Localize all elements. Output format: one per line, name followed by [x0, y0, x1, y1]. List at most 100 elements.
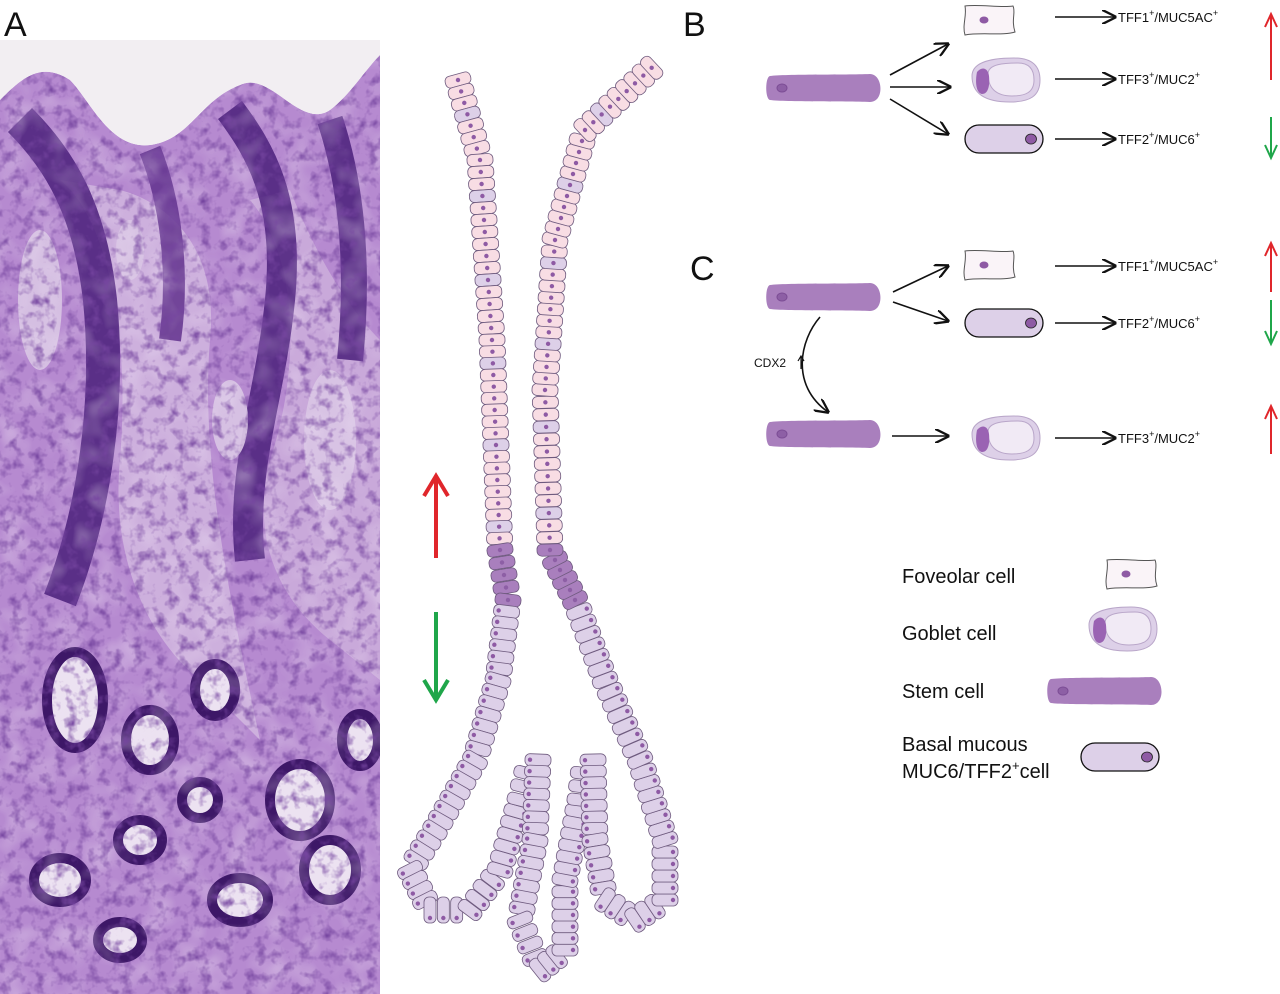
gland-cell [490, 626, 518, 642]
gland-cell [579, 753, 607, 767]
gland-cell [551, 943, 579, 957]
gland-cell [482, 426, 509, 441]
gland-cell [533, 432, 560, 446]
gland-cell [482, 438, 510, 452]
legend-goblet-cell-icon [1088, 606, 1158, 652]
gland-cell [511, 923, 539, 942]
arrow-icon [892, 266, 948, 293]
gland-cell [474, 273, 502, 287]
gland-cell [396, 860, 424, 880]
gland-cell [457, 899, 483, 921]
gland-cell [436, 896, 450, 924]
gland-cell [551, 908, 579, 922]
arrow-icon [889, 98, 948, 134]
gland-cell [470, 213, 498, 227]
gland-cell [466, 153, 494, 167]
gland-cell [640, 55, 664, 80]
gland-cell [506, 910, 534, 930]
gland-cell [651, 881, 679, 895]
gland-cell [481, 403, 509, 417]
marker-label-c3: TFF3+/MUC2+ [1118, 429, 1200, 446]
gland-cell [531, 395, 559, 409]
goblet-cell-icon [971, 57, 1041, 103]
gland-cell [651, 869, 679, 883]
gland-cell [536, 543, 564, 557]
gland-cell [533, 457, 561, 471]
gland-cell [483, 473, 511, 487]
gland-cell [467, 165, 495, 179]
gland-cell [534, 469, 562, 483]
gland-cell [481, 414, 509, 429]
gland-cell [551, 885, 579, 899]
gland-cell [488, 554, 516, 571]
gland-cell [475, 285, 503, 299]
gland-cell [535, 518, 563, 533]
arrow-up-red-icon [1264, 240, 1278, 292]
gland-cell [535, 494, 562, 508]
gland-cell [534, 481, 562, 496]
legend-basal-label-line1: Basal mucous [902, 734, 1028, 756]
gland-cell [519, 843, 547, 860]
gland-cell [551, 896, 579, 910]
gland-cell [483, 449, 510, 464]
arrow-up-red-icon [422, 472, 450, 558]
gland-cell [611, 716, 639, 736]
gland-cell [545, 944, 568, 969]
gland-cell [536, 531, 564, 545]
arrow-icon [889, 44, 948, 76]
gland-cell [487, 649, 515, 665]
legend-basal-mucous-cell-icon [1080, 742, 1160, 772]
gland-schematic [396, 55, 679, 983]
gland-cell [479, 368, 507, 382]
gland-cell [580, 787, 608, 801]
stem-cell-icon [765, 282, 882, 312]
arrow-down-green-icon [422, 612, 450, 704]
legend-stem-cell-icon [1046, 676, 1163, 706]
gland-cell [532, 371, 560, 386]
gland-cell [472, 237, 500, 251]
gland-trend-arrows [422, 472, 450, 704]
gland-cell [616, 727, 644, 747]
arrow-down-green-icon [1264, 117, 1278, 161]
marker-label-b3: TFF2+/MUC6+ [1118, 130, 1200, 147]
gland-cell [469, 201, 497, 215]
stem-cell-icon [765, 419, 882, 449]
gland-cell [463, 140, 491, 158]
marker-label-b2: TFF3+/MUC2+ [1118, 70, 1200, 87]
gland-cell [522, 810, 550, 824]
gland-cell [523, 787, 551, 801]
gland-cell [490, 567, 518, 583]
gland-cell [479, 356, 507, 371]
legend-stem-label: Stem cell [902, 681, 984, 703]
cdx2-up-arrow-icon [797, 354, 805, 369]
gland-cell [476, 297, 504, 311]
gland-cell [468, 177, 496, 191]
gland-cell [651, 893, 679, 907]
panel-label-b: B [683, 6, 706, 44]
gland-cell [579, 764, 607, 779]
gland-cell [532, 420, 560, 434]
gland-cell [532, 407, 560, 422]
basal-mucous-cell-icon [964, 308, 1044, 338]
gland-cell [551, 872, 579, 888]
gland-cell [477, 321, 505, 335]
gland-cell [523, 776, 551, 790]
arrow-icon [892, 301, 948, 321]
gland-cell [551, 931, 579, 945]
gland-cell [484, 484, 512, 499]
gland-cell [517, 854, 545, 871]
gland-cell [485, 519, 513, 534]
arrow-up-red-icon [1264, 11, 1278, 80]
gland-cell [479, 344, 506, 359]
gland-cell [465, 889, 490, 911]
gland-cell [541, 550, 569, 570]
foveolar-cell-icon [963, 249, 1016, 281]
gland-cell [472, 879, 498, 901]
cdx2-label: CDX2 [754, 356, 786, 370]
legend-basal-label-line2: MUC6/TFF2+cell [902, 758, 1050, 783]
gland-cell [601, 693, 629, 713]
gland-cell [476, 309, 504, 323]
marker-label-c2: TFF2+/MUC6+ [1118, 314, 1200, 331]
legend: Foveolar cell Goblet cell Stem cell Basa… [902, 566, 1050, 783]
gland-cell [480, 391, 508, 406]
